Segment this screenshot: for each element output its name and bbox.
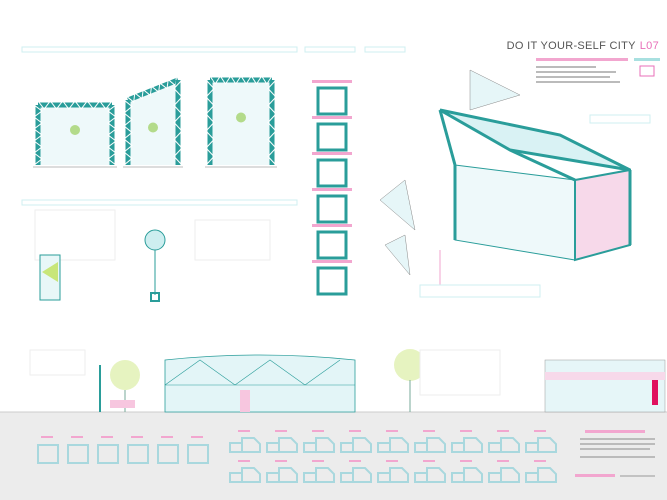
module-shape bbox=[525, 437, 557, 453]
structural-frame-typologies bbox=[33, 75, 277, 168]
step-heading bbox=[312, 116, 352, 119]
module-label bbox=[312, 460, 324, 462]
step-heading bbox=[312, 152, 352, 155]
module-shape bbox=[451, 467, 483, 483]
truss-web bbox=[205, 79, 215, 166]
module-shape bbox=[97, 444, 119, 464]
joint-detail-diagram bbox=[34, 209, 271, 302]
module-label bbox=[191, 436, 203, 438]
module-step bbox=[316, 158, 348, 188]
module-label bbox=[349, 460, 361, 462]
module-shape bbox=[414, 467, 446, 483]
module-step bbox=[316, 230, 348, 260]
module-label bbox=[238, 460, 250, 462]
catalogue-text bbox=[575, 430, 655, 477]
module-label bbox=[460, 430, 472, 432]
bottom-band bbox=[0, 412, 667, 500]
module-label bbox=[161, 436, 173, 438]
module-shape bbox=[377, 437, 409, 453]
module-shape bbox=[266, 467, 298, 483]
step-heading bbox=[312, 80, 352, 83]
module-assembly-steps bbox=[312, 80, 352, 296]
module-label bbox=[101, 436, 113, 438]
truss-web bbox=[37, 100, 113, 110]
module-shape bbox=[127, 444, 149, 464]
module-shape bbox=[340, 437, 372, 453]
module-shape bbox=[488, 437, 520, 453]
module-shape bbox=[303, 467, 335, 483]
module-label bbox=[71, 436, 83, 438]
step-heading bbox=[312, 224, 352, 227]
module-label bbox=[238, 430, 250, 432]
module-shape bbox=[37, 444, 59, 464]
module-shape bbox=[229, 437, 261, 453]
module-label bbox=[312, 430, 324, 432]
module-label bbox=[131, 436, 143, 438]
module-step bbox=[316, 86, 348, 116]
pendant-lamp bbox=[236, 112, 246, 123]
module-shape bbox=[266, 437, 298, 453]
section-header-lines bbox=[21, 46, 406, 206]
project-code: L07 bbox=[639, 40, 659, 52]
module-shape bbox=[229, 467, 261, 483]
step-heading bbox=[312, 188, 352, 191]
truss-web bbox=[267, 79, 277, 166]
module-label bbox=[386, 460, 398, 462]
module-label bbox=[534, 430, 546, 432]
module-shape bbox=[157, 444, 179, 464]
truss-web bbox=[123, 99, 133, 166]
module-shape bbox=[187, 444, 209, 464]
module-step bbox=[316, 194, 348, 224]
subtitle-lines bbox=[536, 58, 660, 83]
module-label bbox=[423, 430, 435, 432]
module-label bbox=[349, 430, 361, 432]
step-heading bbox=[312, 260, 352, 263]
pendant-lamp bbox=[70, 125, 80, 135]
module-label bbox=[275, 460, 287, 462]
module-label bbox=[41, 436, 53, 438]
truss-web bbox=[107, 104, 117, 166]
module-catalogue bbox=[37, 430, 557, 483]
module-label bbox=[460, 460, 472, 462]
module-label bbox=[423, 460, 435, 462]
module-shape bbox=[525, 467, 557, 483]
truss-chord bbox=[127, 77, 179, 103]
module-step bbox=[316, 122, 348, 152]
module-label bbox=[497, 460, 509, 462]
module-shape bbox=[451, 437, 483, 453]
title-text: DO IT YOUR-SELF CITY bbox=[506, 40, 636, 52]
module-shape bbox=[488, 467, 520, 483]
pendant-lamp bbox=[148, 122, 158, 133]
isometric-structure bbox=[379, 69, 651, 298]
truss-web bbox=[209, 75, 273, 85]
module-label bbox=[275, 430, 287, 432]
module-label bbox=[534, 460, 546, 462]
module-label bbox=[497, 430, 509, 432]
module-shape bbox=[67, 444, 89, 464]
truss-web bbox=[126, 76, 177, 103]
street-elevation bbox=[0, 349, 667, 413]
module-shape bbox=[414, 437, 446, 453]
truss-web bbox=[173, 79, 183, 166]
module-shape bbox=[377, 467, 409, 483]
module-shape bbox=[303, 437, 335, 453]
module-label bbox=[386, 430, 398, 432]
truss-web bbox=[33, 104, 43, 166]
module-step bbox=[316, 266, 348, 296]
module-shape bbox=[340, 467, 372, 483]
